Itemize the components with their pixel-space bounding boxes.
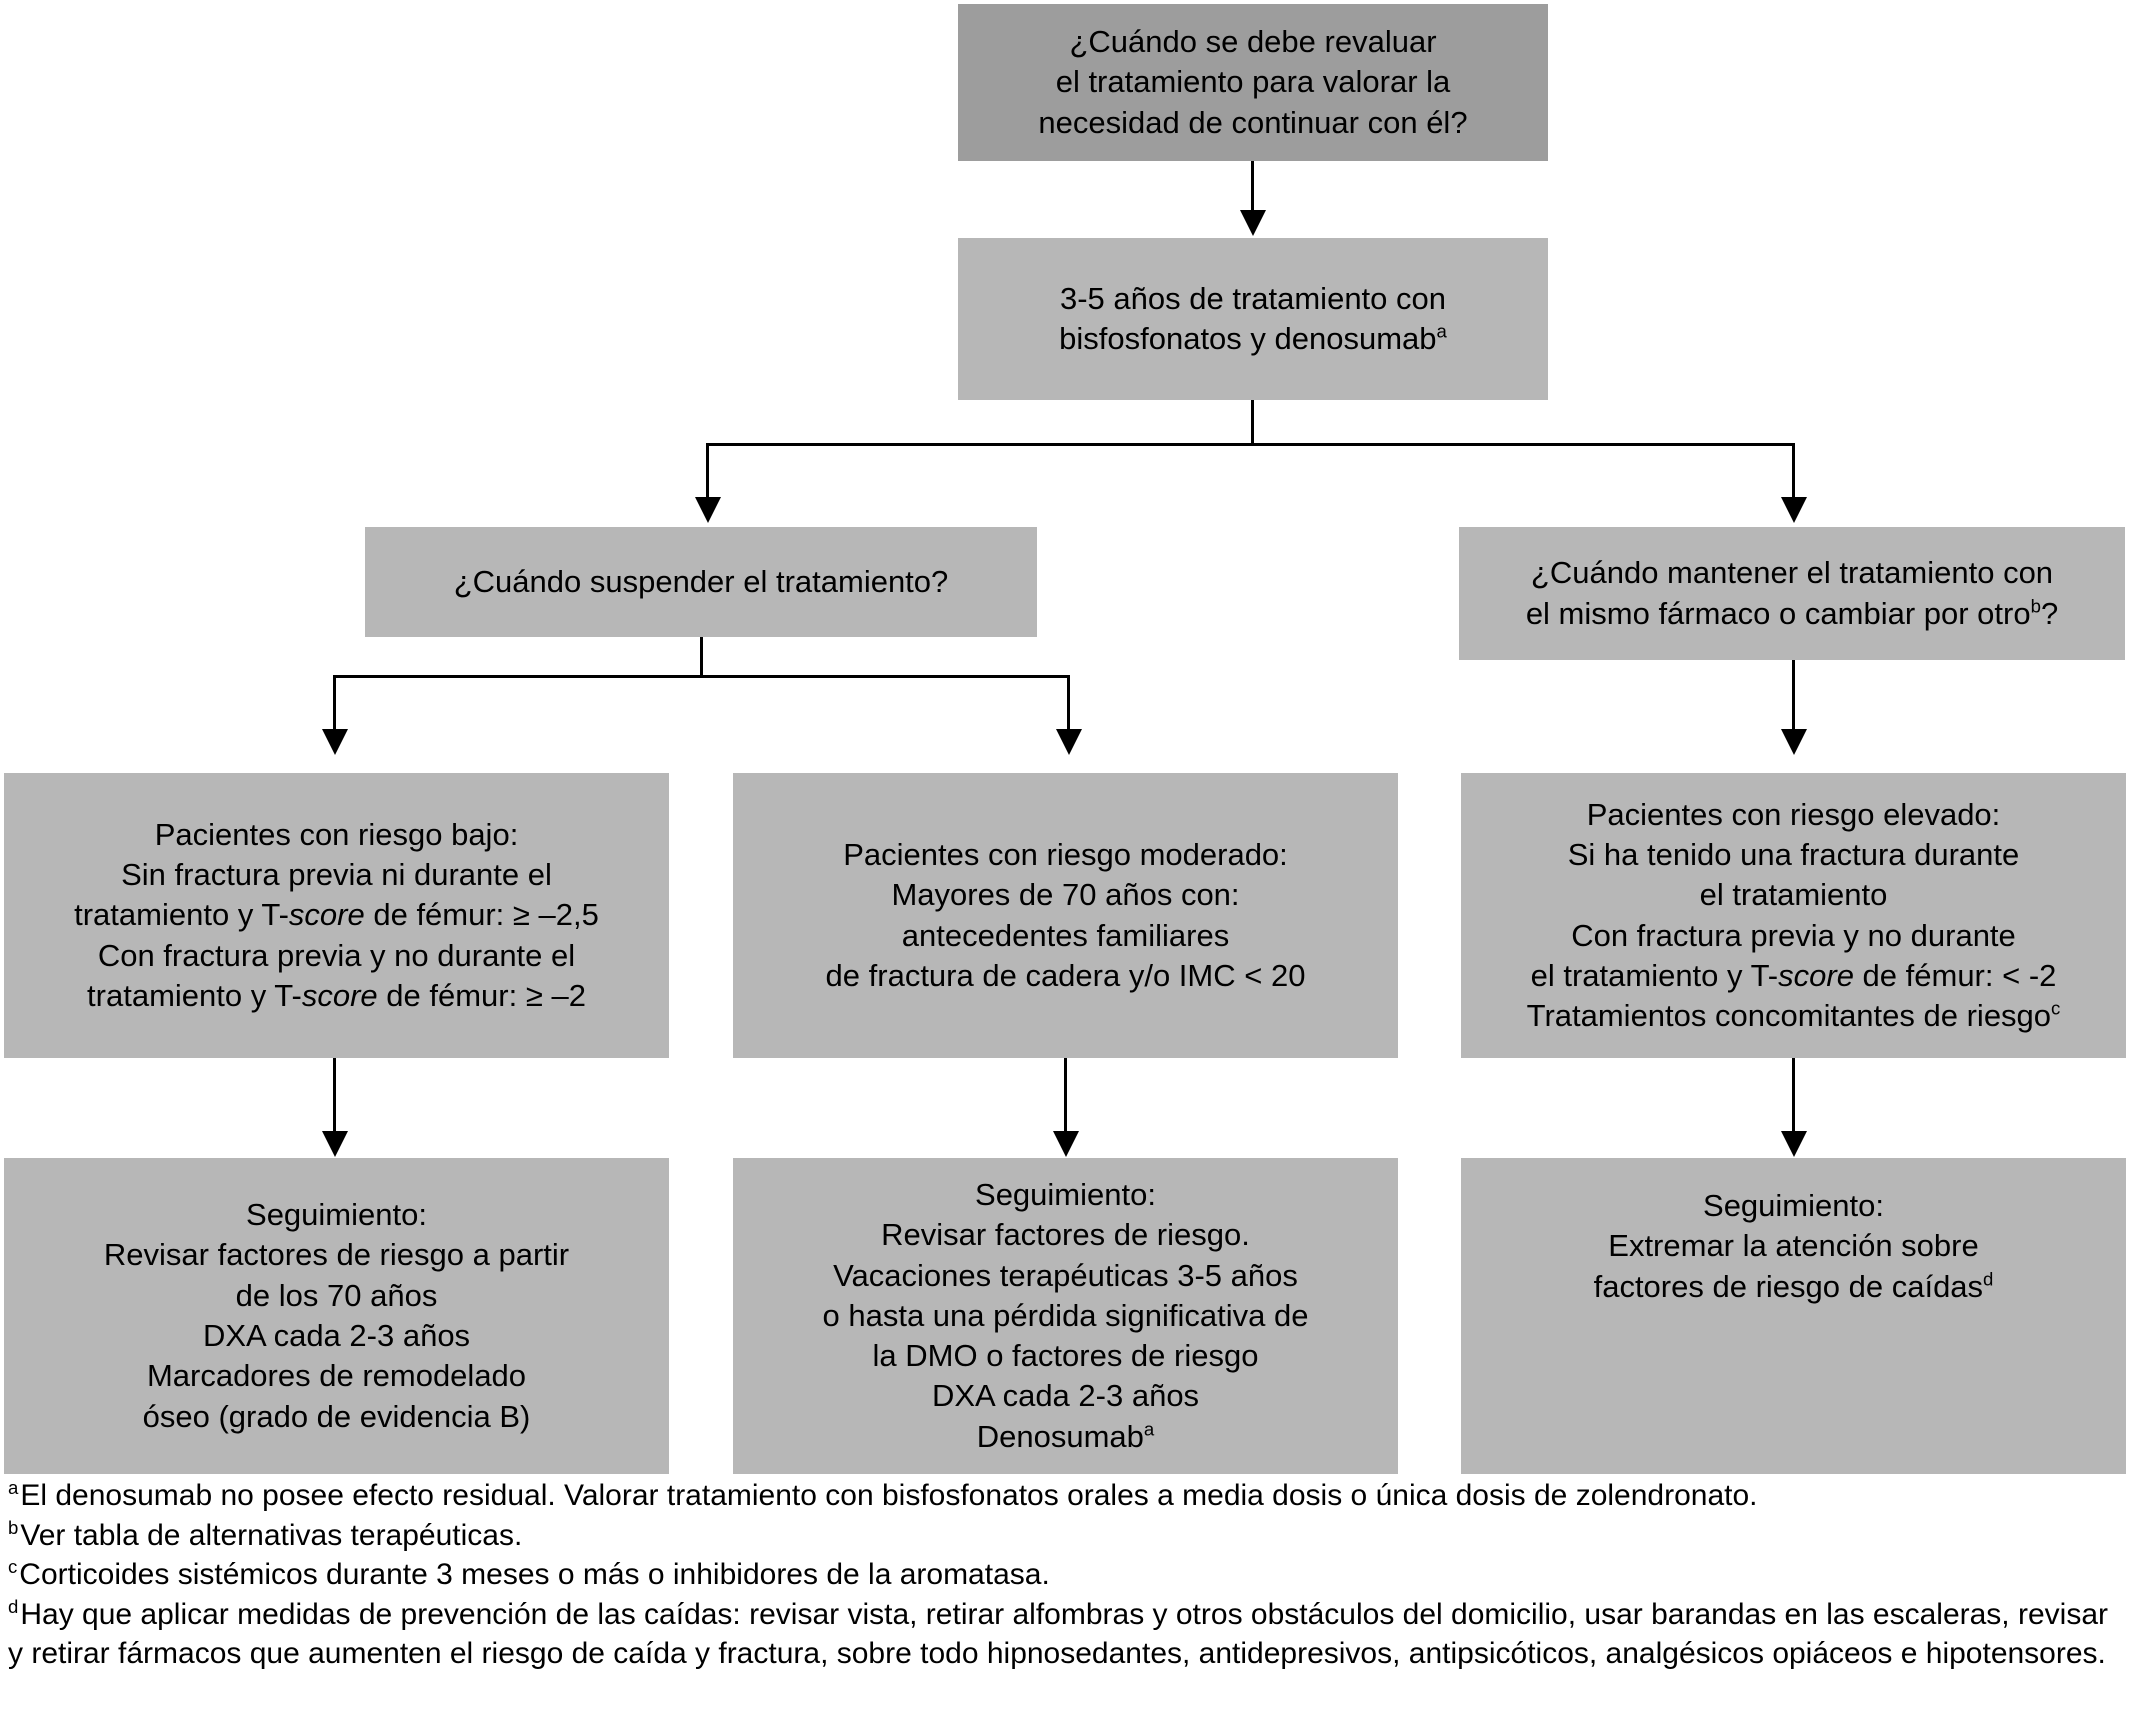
node-followup-low-text: Seguimiento:Revisar factores de riesgo a… <box>103 1197 570 1434</box>
connector-bus-to-risk-moderate <box>1067 675 1070 733</box>
connector-split-bus <box>706 443 1795 446</box>
connector-root-to-treatment <box>1251 161 1254 213</box>
footnote-marker-c: c <box>2051 997 2061 1019</box>
footnote-b: bVer tabla de alternativas terapéuticas. <box>8 1516 523 1552</box>
connector-stop-question-stem <box>700 637 703 677</box>
footnotes-block: aEl denosumab no posee efecto residual. … <box>8 1477 2123 1674</box>
node-question-when-to-stop: ¿Cuándo suspender el tratamiento? <box>365 527 1037 637</box>
node-followup-low: Seguimiento:Revisar factores de riesgo a… <box>4 1158 669 1474</box>
connector-stop-split-bus <box>333 675 1070 678</box>
connector-treatment-stem <box>1251 400 1254 445</box>
node-question-when-to-stop-text: ¿Cuándo suspender el tratamiento? <box>453 563 949 599</box>
node-followup-moderate-text: Seguimiento:Revisar factores de riesgo.V… <box>822 1176 1309 1454</box>
node-followup-moderate: Seguimiento:Revisar factores de riesgo.V… <box>733 1158 1398 1474</box>
arrowhead-risk-moderate-to-followup <box>1053 1131 1079 1157</box>
footnote-a: aEl denosumab no posee efecto residual. … <box>8 1477 1758 1512</box>
arrowhead-risk-high-to-followup <box>1781 1131 1807 1157</box>
node-risk-low: Pacientes con riesgo bajo:Sin fractura p… <box>4 773 669 1058</box>
node-risk-moderate: Pacientes con riesgo moderado:Mayores de… <box>733 773 1398 1058</box>
footnote-marker-a: a <box>1143 1418 1155 1440</box>
connector-bus-to-risk-low <box>333 675 336 733</box>
arrowhead-root-to-treatment <box>1240 210 1266 236</box>
footnote-marker-b: b <box>2030 595 2041 617</box>
arrowhead-risk-low-to-followup <box>322 1131 348 1157</box>
footnote-mark-a: a <box>8 1477 19 1498</box>
footnote-mark-d: d <box>8 1596 19 1618</box>
arrowhead-to-risk-high <box>1781 729 1807 755</box>
connector-bus-to-continue-question <box>1792 443 1795 501</box>
footnote-marker-d: d <box>1983 1268 1994 1290</box>
footnote-mark-b: b <box>8 1516 19 1538</box>
arrowhead-bus-to-continue-question <box>1781 497 1807 523</box>
node-risk-high: Pacientes con riesgo elevado:Si ha tenid… <box>1461 773 2126 1058</box>
footnote-mark-c: c <box>8 1556 18 1578</box>
node-risk-high-text: Pacientes con riesgo elevado:Si ha tenid… <box>1526 796 2061 1034</box>
connector-continue-question-to-risk-high <box>1792 660 1795 733</box>
footnote-marker-a: a <box>1436 320 1447 342</box>
arrowhead-to-risk-low <box>322 729 348 755</box>
connector-bus-to-stop-question <box>706 443 709 501</box>
arrowhead-bus-to-stop-question <box>695 497 721 523</box>
node-risk-low-text: Pacientes con riesgo bajo:Sin fractura p… <box>74 816 599 1013</box>
connector-risk-moderate-to-followup <box>1064 1058 1067 1136</box>
footnote-d: dHay que aplicar medidas de prevención d… <box>8 1596 2108 1670</box>
footnote-c: cCorticoides sistémicos durante 3 meses … <box>8 1556 1050 1592</box>
node-risk-moderate-text: Pacientes con riesgo moderado:Mayores de… <box>825 836 1306 993</box>
connector-risk-low-to-followup <box>333 1058 336 1136</box>
arrowhead-to-risk-moderate <box>1056 729 1082 755</box>
connector-risk-high-to-followup <box>1792 1058 1795 1136</box>
